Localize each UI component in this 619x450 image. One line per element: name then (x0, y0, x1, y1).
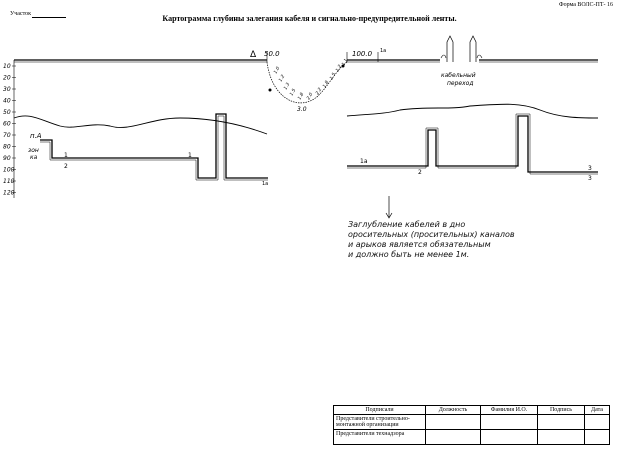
label-1a-right-seg: 1а (360, 158, 368, 165)
cable-crossing-posts (440, 35, 483, 62)
delta-symbol: Δ (250, 50, 257, 60)
loop-number: 1.8 (322, 80, 331, 89)
loop-number: 1.5 (329, 72, 338, 81)
row-representative: Представители технадзора (333, 429, 426, 445)
marker-pa: п.А (30, 132, 42, 140)
depth-tick-label: 40 (3, 98, 11, 105)
depth-tick-label: 50 (3, 109, 11, 116)
label-2-right-seg: 2 (418, 169, 422, 176)
position-cell[interactable] (425, 429, 481, 445)
label-2: 2 (64, 163, 68, 170)
tape-profile (13, 103, 599, 135)
cable-line (40, 113, 598, 181)
depth-tick-label: 30 (3, 86, 11, 93)
loop-number: 1.3 (283, 82, 292, 91)
marker-1a-top: 1а (380, 48, 386, 54)
signatures-table: Подписали Должность Фамилия И.О. Подпись… (333, 405, 610, 445)
header-signature: Подпись (537, 405, 585, 415)
loop-number: 2.2 (315, 87, 324, 96)
note-line: и арыков является обязательным (348, 240, 491, 249)
note-arrow (385, 196, 393, 219)
header-position: Должность (425, 405, 481, 415)
signatures-header-row: Подписали Должность Фамилия И.О. Подпись… (333, 405, 610, 415)
note-line: и должно быть не менее 1м. (348, 250, 470, 259)
loop-number: 1.0 (273, 66, 282, 75)
loop-number: 2.0 (306, 92, 315, 101)
form-label: Форма ВОЛС-ПТ- 16 (558, 2, 613, 8)
label-1a-bottom: 1а (262, 181, 268, 187)
header-name: Фамилия И.О. (480, 405, 538, 415)
loop-value: 3.0 (297, 106, 307, 113)
section-label: Участок (10, 11, 32, 17)
note-line: оросительных (просительных) каналов (348, 230, 515, 239)
header-signed: Подписали (333, 405, 426, 415)
loop-number: 1.2 (278, 74, 287, 83)
crossing-label-1: кабельный (441, 72, 476, 79)
label-3-lower: 3 (588, 175, 592, 182)
section-field-line (32, 17, 66, 18)
depth-cartogram: 10 20 30 40 50 60 70 80 90 100 110 120 (3, 35, 599, 219)
loop-number: 1.1 (341, 58, 350, 67)
date-cell[interactable] (584, 414, 610, 430)
depth-tick-label: 90 (3, 155, 11, 162)
position-cell[interactable] (425, 414, 481, 430)
distance-right-label: 100.0 (352, 50, 373, 58)
marker-zon-1: зон (28, 147, 39, 154)
crossing-loop (266, 61, 348, 104)
depth-note: Заглубление кабелей в дно оросительных (… (348, 220, 518, 260)
depth-tick-label: 80 (3, 144, 11, 151)
crossing-label-2: переход (447, 80, 473, 87)
depth-tick-label: 10 (3, 63, 11, 70)
distance-left-label: 50.0 (264, 50, 280, 58)
loop-number: 1.8 (297, 92, 306, 101)
depth-scale: 10 20 30 40 50 60 70 80 90 100 110 120 (3, 60, 16, 198)
row-representative: Представители строительно- монтажной орг… (333, 414, 426, 430)
surface-line (14, 52, 598, 63)
depth-tick-label: 20 (3, 75, 11, 82)
marker-zon-2: ка (30, 154, 38, 161)
note-line: Заглубление кабелей в дно (348, 220, 466, 229)
table-row: Представители технадзора (333, 429, 610, 445)
label-1-right: 1 (188, 152, 192, 159)
name-cell[interactable] (480, 429, 538, 445)
depth-tick-label: 100 (3, 167, 15, 174)
loop-number: 1.5 (289, 88, 298, 97)
page-title: Картограмма глубины залегания кабеля и с… (162, 14, 457, 23)
header-date: Дата (584, 405, 610, 415)
depth-tick-label: 60 (3, 121, 11, 128)
depth-tick-label: 70 (3, 132, 11, 139)
label-1: 1 (64, 152, 68, 159)
table-row: Представители строительно- монтажной орг… (333, 414, 610, 430)
name-cell[interactable] (480, 414, 538, 430)
signature-cell[interactable] (537, 414, 585, 430)
loop-number: 1.2 (335, 64, 344, 73)
date-cell[interactable] (584, 429, 610, 445)
depth-tick-label: 110 (3, 178, 15, 185)
label-3-upper: 3 (588, 165, 592, 172)
depth-tick-label: 120 (3, 190, 15, 197)
signature-cell[interactable] (537, 429, 585, 445)
